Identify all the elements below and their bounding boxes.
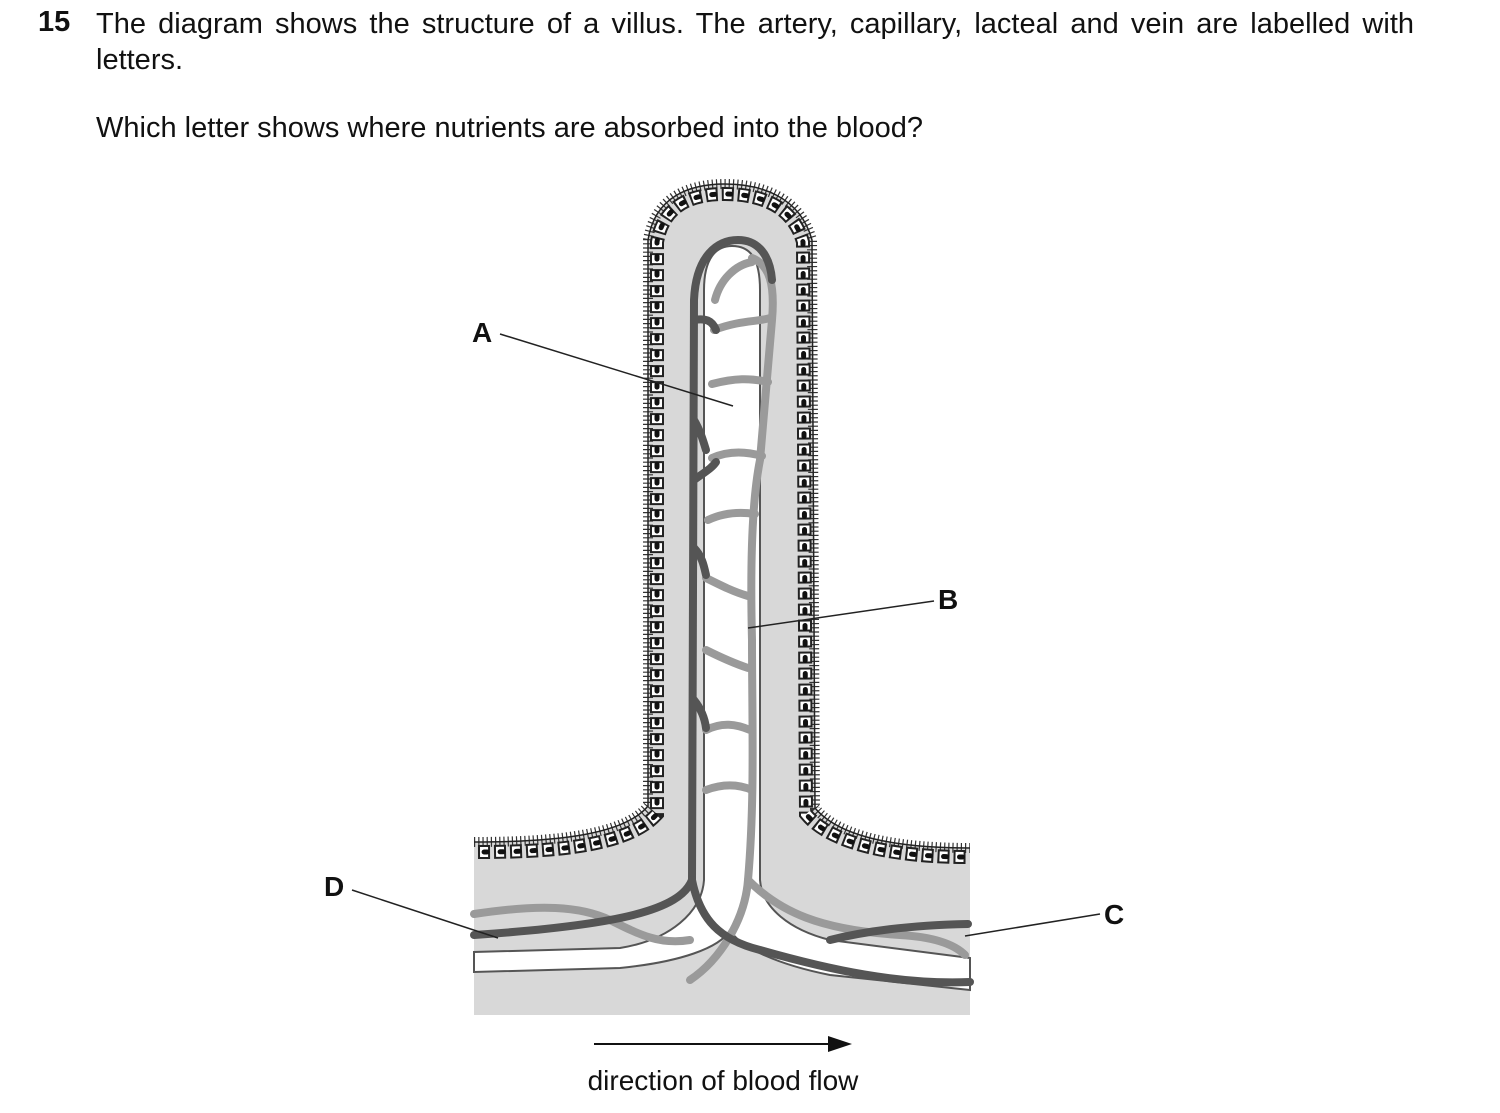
capillary-network [470,254,969,984]
question-prompt: Which letter shows where nutrients are a… [96,112,923,144]
flow-arrow [594,1036,852,1052]
label-a: A [472,317,492,348]
label-c-leader [964,913,1101,937]
label-d-leader [351,889,499,939]
epithelium-outer [473,183,971,849]
label-d: D [324,871,344,902]
question-number: 15 [38,6,71,38]
label-a-leader [499,333,734,407]
lacteal [473,244,971,992]
question-text: The diagram shows the structure of a vil… [96,8,1414,76]
label-b-leader [747,600,935,629]
blood-vessels [470,235,974,987]
cell-nuclei [475,191,971,860]
label-c: C [1104,899,1124,930]
flow-caption: direction of blood flow [588,1065,860,1096]
label-b: B [938,584,958,615]
